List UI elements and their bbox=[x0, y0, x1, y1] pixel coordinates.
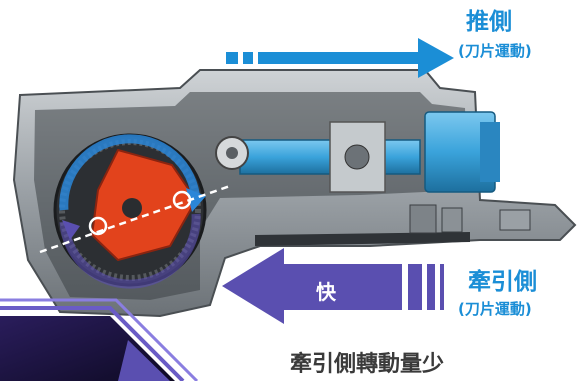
push-side-subtitle: (刀片運動) bbox=[458, 42, 532, 60]
pull-side-subtitle: (刀片運動) bbox=[458, 300, 532, 318]
bottom-band bbox=[0, 298, 199, 383]
push-side-title: 推側 bbox=[466, 9, 512, 35]
circular-arrow-icon bbox=[59, 134, 206, 289]
arrow-left-icon bbox=[222, 248, 444, 324]
cam bbox=[90, 148, 198, 262]
caption: 牽引側轉動量少 bbox=[290, 352, 445, 377]
stroke-line bbox=[39, 184, 231, 254]
piston bbox=[215, 111, 500, 193]
fast-label: 快 bbox=[316, 280, 336, 304]
pull-side-title: 牽引側 bbox=[468, 269, 537, 295]
arrow-right-icon bbox=[226, 38, 454, 78]
